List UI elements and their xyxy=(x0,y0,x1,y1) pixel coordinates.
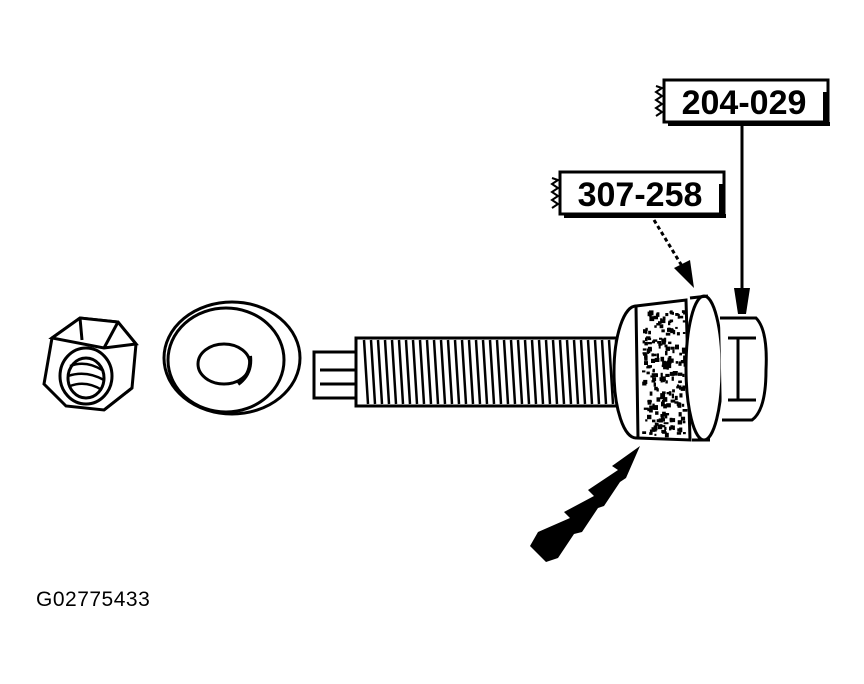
direction-arrow-icon xyxy=(530,446,640,562)
bearing-remover xyxy=(612,294,768,442)
callout-307-258: 307-258 xyxy=(550,170,726,288)
callout-204-029: 204-029 xyxy=(654,78,830,314)
figure-id-label: G02775433 xyxy=(36,588,151,611)
forcing-screw xyxy=(312,336,636,408)
flat-washer xyxy=(162,300,302,416)
callout-label-204-029: 204-029 xyxy=(682,84,807,122)
callout-label-307-258: 307-258 xyxy=(578,176,703,214)
hex-nut xyxy=(42,316,139,412)
